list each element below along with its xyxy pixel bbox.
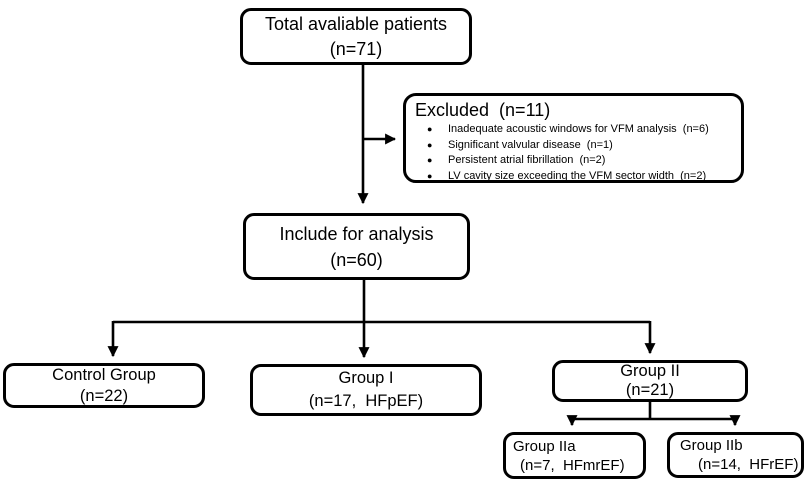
excluded-reason-text: LV cavity size exceeding the VFM sector … xyxy=(448,169,707,182)
excluded-reason-text: Persistent atrial fibrillation (n=2) xyxy=(448,154,606,166)
group2a-count: (n=7, HFmrEF) xyxy=(520,456,625,474)
group2-box: Group II (n=21) xyxy=(552,360,748,402)
excluded-box: Excluded (n=11) ● Inadequate acoustic wi… xyxy=(403,93,744,183)
group2-count: (n=21) xyxy=(625,381,675,399)
include-analysis-label: Include for analysis xyxy=(279,223,434,244)
group2b-label: Group IIb xyxy=(680,437,743,454)
excluded-reasons-list: ● Inadequate acoustic windows for VFM an… xyxy=(415,122,731,184)
bullet-icon: ● xyxy=(427,170,433,181)
excluded-reason-text: Inadequate acoustic windows for VFM anal… xyxy=(448,123,709,135)
total-patients-box: Total avaliable patients (n=71) xyxy=(240,8,472,65)
excluded-reason-item: ● Inadequate acoustic windows for VFM an… xyxy=(427,122,731,138)
group2a-label: Group IIa xyxy=(513,437,576,455)
group1-count: (n=17, HFpEF) xyxy=(308,392,424,410)
include-analysis-count: (n=60) xyxy=(330,249,383,270)
group2b-count: (n=14, HFrEF) xyxy=(698,456,799,473)
total-patients-label: Total avaliable patients xyxy=(264,13,448,34)
excluded-reason-text: Significant valvular disease (n=1) xyxy=(448,138,613,151)
bullet-icon: ● xyxy=(427,124,433,134)
control-group-label: Control Group xyxy=(52,365,156,384)
group1-box: Group I (n=17, HFpEF) xyxy=(250,364,482,416)
group2-label: Group II xyxy=(620,362,680,380)
group2a-box: Group IIa (n=7, HFmrEF) xyxy=(503,432,646,479)
control-group-count: (n=22) xyxy=(79,386,129,405)
include-analysis-box: Include for analysis (n=60) xyxy=(243,213,470,280)
excluded-reason-item: ● Persistent atrial fibrillation (n=2) xyxy=(427,153,731,169)
excluded-reason-item: ● LV cavity size exceeding the VFM secto… xyxy=(427,169,731,185)
group1-label: Group I xyxy=(338,369,394,387)
bullet-icon: ● xyxy=(427,155,433,165)
excluded-title: Excluded (n=11) xyxy=(415,100,551,120)
total-patients-count: (n=71) xyxy=(329,38,383,59)
control-group-box: Control Group (n=22) xyxy=(3,363,205,408)
group2b-box: Group IIb (n=14, HFrEF) xyxy=(667,432,804,478)
bullet-icon: ● xyxy=(427,139,433,150)
excluded-reason-item: ● Significant valvular disease (n=1) xyxy=(427,138,731,154)
